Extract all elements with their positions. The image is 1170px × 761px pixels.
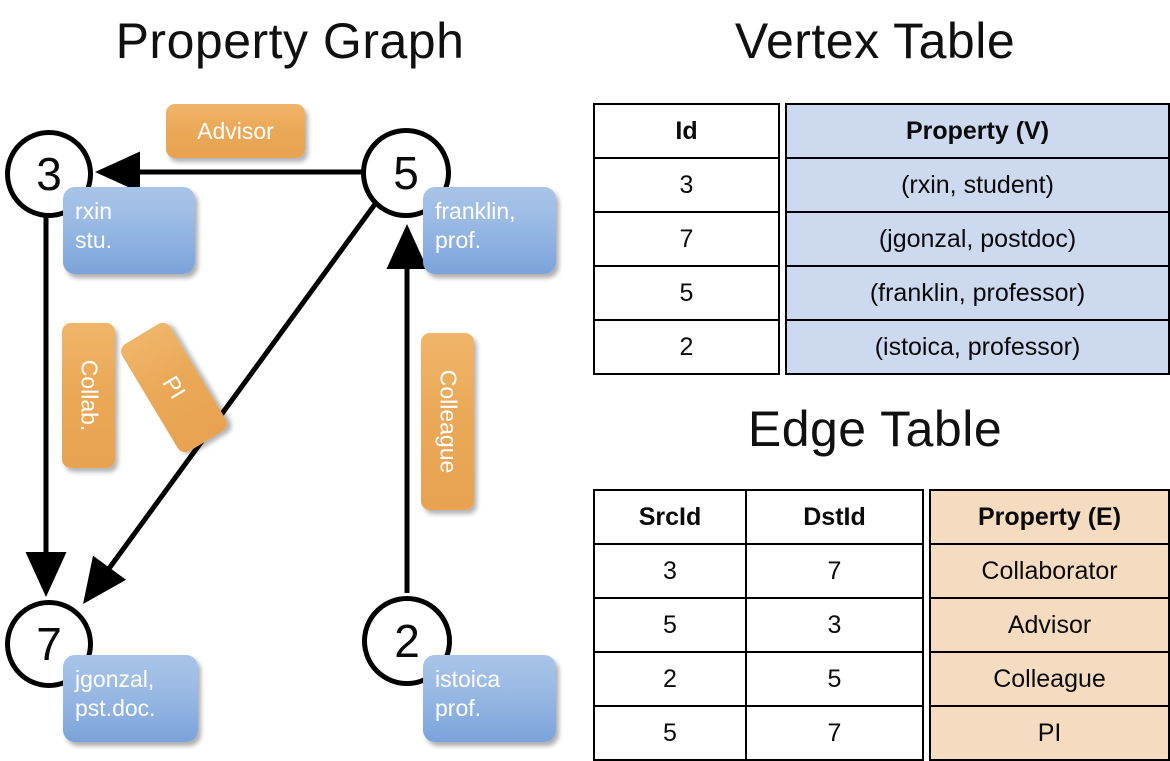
edge-row-1-dst: 3 (745, 597, 924, 653)
edge-row-0-property: Collaborator (929, 543, 1170, 599)
edge-label-advisor-text: Advisor (197, 117, 274, 144)
edge-row-3-src: 5 (593, 705, 747, 761)
property-graph-panel: Property Graph 3 5 7 2 rxin stu. frankli… (0, 0, 580, 760)
edge-row-2-property: Colleague (929, 651, 1170, 707)
vertex-table-column-gap (779, 158, 786, 212)
edge-row-0-dst: 7 (745, 543, 924, 599)
edge-label-advisor[interactable]: Advisor (166, 104, 305, 158)
vertex-property-jgonzal-line2: pst.doc. (75, 695, 156, 722)
table-row[interactable]: 5 7 PI (593, 705, 1170, 761)
table-row[interactable]: 5 3 Advisor (593, 597, 1170, 653)
edge-table-title: Edge Table (747, 401, 1003, 457)
vertex-table-column-gap (779, 320, 786, 374)
edge-table-header-property: Property (E) (929, 489, 1170, 545)
edge-table-header-row: SrcId DstId Property (E) (593, 489, 1170, 545)
graph-edges-svg (25, 151, 428, 605)
vertex-property-box-jgonzal[interactable]: jgonzal, pst.doc. (63, 655, 198, 742)
vertex-property-franklin-line1: franklin, (435, 198, 516, 224)
table-row[interactable]: 3 7 Collaborator (593, 543, 1170, 599)
graph-node-7-label: 7 (36, 618, 62, 670)
vertex-property-franklin-line2: prof. (435, 227, 482, 254)
vertex-table-header-row: Id Property (V) (593, 103, 1170, 159)
graph-node-3-label: 3 (36, 148, 62, 200)
table-row[interactable]: 2 5 Colleague (593, 651, 1170, 707)
table-row[interactable]: 3 (rxin, student) (593, 157, 1170, 213)
graph-node-2-label: 2 (394, 615, 420, 667)
vertex-property-istoica-line2: prof. (435, 695, 482, 722)
edge-row-0-src: 3 (593, 543, 747, 599)
edge-table: SrcId DstId Property (E) 3 7 Collaborato… (593, 489, 1170, 761)
edge-row-2-dst: 5 (745, 651, 924, 707)
vertex-table-title: Vertex Table (734, 13, 1016, 69)
vertex-property-box-istoica[interactable]: istoica prof. (423, 655, 556, 742)
edge-table-column-gap (923, 544, 930, 598)
vertex-row-1-property: (jgonzal, postdoc) (785, 211, 1170, 267)
table-row[interactable]: 2 (istoica, professor) (593, 319, 1170, 375)
graph-node-2[interactable]: 2 (362, 596, 452, 686)
vertex-row-2-id: 5 (593, 265, 780, 321)
edge-label-pi-text: PI (157, 371, 192, 404)
vertex-row-0-property: (rxin, student) (785, 157, 1170, 213)
edge-table-column-gap (923, 706, 930, 760)
edge-row-1-property: Advisor (929, 597, 1170, 653)
vertex-property-box-franklin[interactable]: franklin, prof. (423, 187, 556, 274)
property-graph-title: Property Graph (115, 13, 465, 69)
edge-label-collab[interactable]: Collab. (62, 323, 115, 468)
table-row[interactable]: 5 (franklin, professor) (593, 265, 1170, 321)
edge-table-header-srcid: SrcId (593, 489, 747, 545)
vertex-table-header-property: Property (V) (785, 103, 1170, 159)
vertex-table-column-gap (779, 212, 786, 266)
graph-node-5[interactable]: 5 (361, 128, 451, 218)
vertex-table: Id Property (V) 3 (rxin, student) 7 (jgo… (593, 103, 1170, 375)
vertex-table-header-id: Id (593, 103, 780, 159)
edge-table-column-gap (923, 652, 930, 706)
edge-row-3-property: PI (929, 705, 1170, 761)
vertex-table-column-gap (779, 104, 786, 158)
vertex-row-3-property: (istoica, professor) (785, 319, 1170, 375)
vertex-row-3-id: 2 (593, 319, 780, 375)
edge-row-2-src: 2 (593, 651, 747, 707)
graph-node-5-label: 5 (393, 147, 419, 199)
vertex-property-rxin-line1: rxin (75, 198, 113, 224)
edge-label-colleague[interactable]: Colleague (421, 333, 474, 510)
vertex-table-column-gap (779, 266, 786, 320)
vertex-property-rxin-line2: stu. (75, 227, 113, 254)
vertex-property-box-rxin[interactable]: rxin stu. (63, 187, 195, 274)
edge-table-column-gap (923, 598, 930, 652)
vertex-row-1-id: 7 (593, 211, 780, 267)
table-row[interactable]: 7 (jgonzal, postdoc) (593, 211, 1170, 267)
vertex-row-2-property: (franklin, professor) (785, 265, 1170, 321)
edge-label-colleague-text: Colleague (435, 369, 461, 474)
edge-row-1-src: 5 (593, 597, 747, 653)
edge-table-column-gap (923, 490, 930, 544)
vertex-property-jgonzal-line1: jgonzal, (75, 666, 155, 692)
vertex-property-istoica-line1: istoica (435, 666, 501, 692)
edge-label-collab-text: Collab. (76, 359, 103, 432)
edge-5-7-pi (83, 198, 381, 605)
edge-table-header-dstid: DstId (745, 489, 924, 545)
vertex-row-0-id: 3 (593, 157, 780, 213)
edge-row-3-dst: 7 (745, 705, 924, 761)
